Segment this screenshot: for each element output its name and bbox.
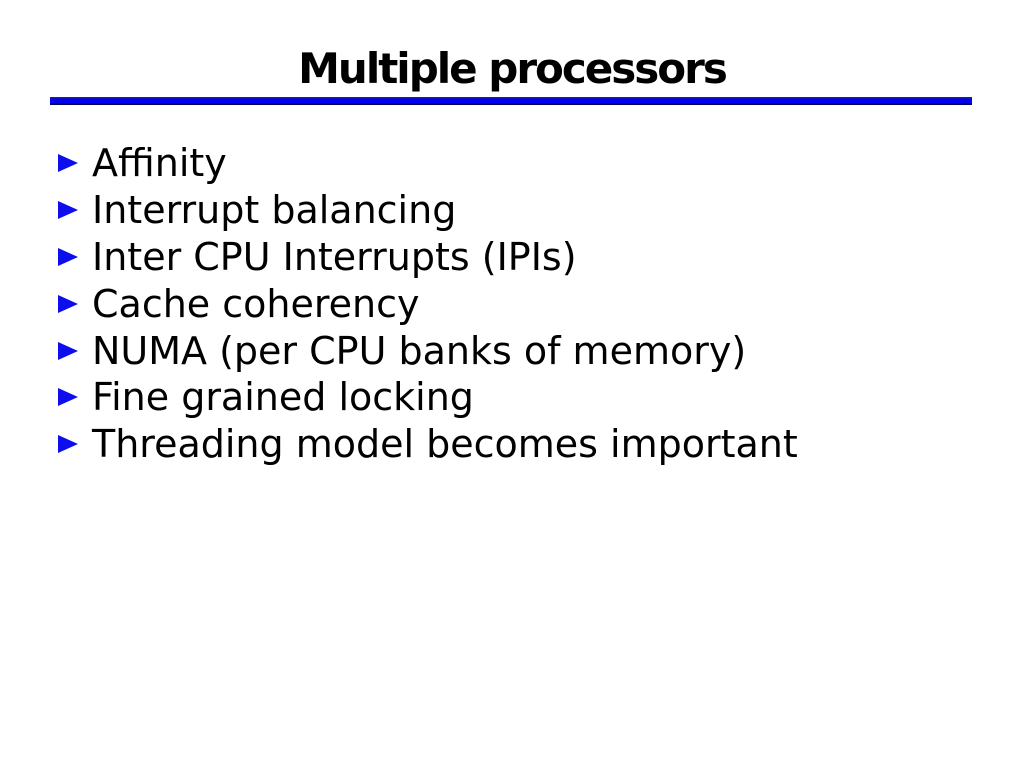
list-item: Fine grained locking bbox=[58, 374, 798, 421]
triangle-bullet-icon bbox=[58, 435, 78, 454]
list-item-label: Cache coherency bbox=[92, 281, 420, 326]
list-item: Inter CPU Interrupts (IPIs) bbox=[58, 234, 798, 281]
list-item: NUMA (per CPU banks of memory) bbox=[58, 327, 798, 374]
title-underline-rule bbox=[50, 97, 972, 105]
bullet-list: Affinity Interrupt balancing Inter CPU I… bbox=[58, 140, 798, 468]
list-item-label: Interrupt balancing bbox=[92, 188, 457, 233]
page-title: Multiple processors bbox=[298, 44, 728, 93]
list-item: Cache coherency bbox=[58, 280, 798, 327]
list-item: Interrupt balancing bbox=[58, 187, 798, 234]
list-item-label: Fine grained locking bbox=[92, 375, 474, 420]
triangle-bullet-icon bbox=[58, 388, 78, 407]
triangle-bullet-icon bbox=[58, 341, 78, 360]
triangle-bullet-icon bbox=[58, 154, 78, 173]
list-item: Affinity bbox=[58, 140, 798, 187]
list-item-label: NUMA (per CPU banks of memory) bbox=[92, 328, 747, 373]
triangle-bullet-icon bbox=[58, 247, 78, 266]
triangle-bullet-icon bbox=[58, 201, 78, 220]
list-item-label: Threading model becomes important bbox=[92, 422, 798, 467]
list-item: Threading model becomes important bbox=[58, 421, 798, 468]
triangle-bullet-icon bbox=[58, 294, 78, 313]
list-item-label: Inter CPU Interrupts (IPIs) bbox=[92, 234, 577, 279]
list-item-label: Affinity bbox=[92, 141, 227, 186]
